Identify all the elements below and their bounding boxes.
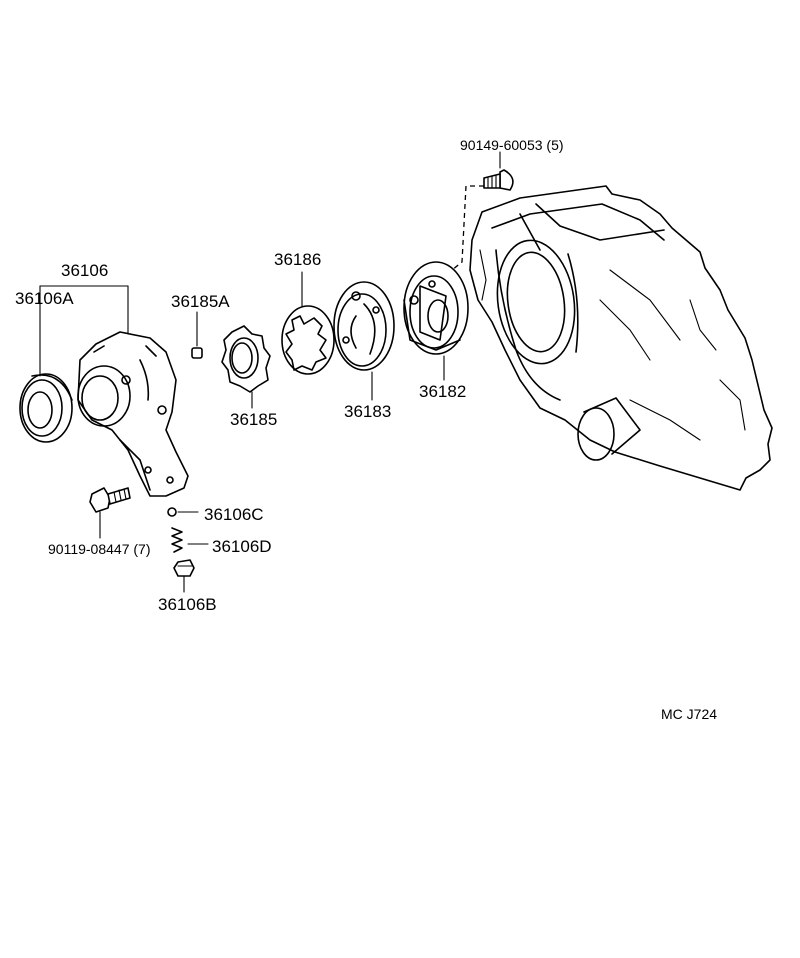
label-36106D: 36106D: [212, 537, 272, 556]
label-36182: 36182: [419, 382, 467, 401]
label-36185A: 36185A: [171, 292, 230, 311]
drive-gear-36185: [221, 325, 271, 393]
label-36106A: 36106A: [15, 289, 74, 308]
label-36183: 36183: [344, 402, 392, 421]
plate-36183: [333, 281, 395, 371]
transmission-case: [469, 185, 773, 491]
label-36186: 36186: [274, 250, 322, 269]
pump-body-36106: [77, 331, 189, 497]
oil-seal-36106A: [19, 373, 73, 443]
label-36185: 36185: [230, 410, 278, 429]
screw-90149: [483, 169, 514, 191]
diagram-code: MC J724: [661, 706, 718, 722]
label-36106: 36106: [61, 261, 109, 280]
screw-guide-line: [451, 185, 484, 271]
spring-36106D: [171, 527, 183, 553]
pin-36185A: [191, 347, 203, 359]
bolt-90119: [89, 487, 131, 513]
stator-36182: [403, 261, 469, 355]
label-90119-08447: 90119-08447 (7): [48, 541, 151, 557]
driven-gear-36186: [281, 305, 335, 375]
label-36106B: 36106B: [158, 595, 217, 614]
ball-36106C: [167, 507, 177, 517]
label-90149-60053: 90149-60053 (5): [460, 137, 564, 153]
plug-36106B: [173, 559, 195, 577]
label-36106C: 36106C: [204, 505, 264, 524]
